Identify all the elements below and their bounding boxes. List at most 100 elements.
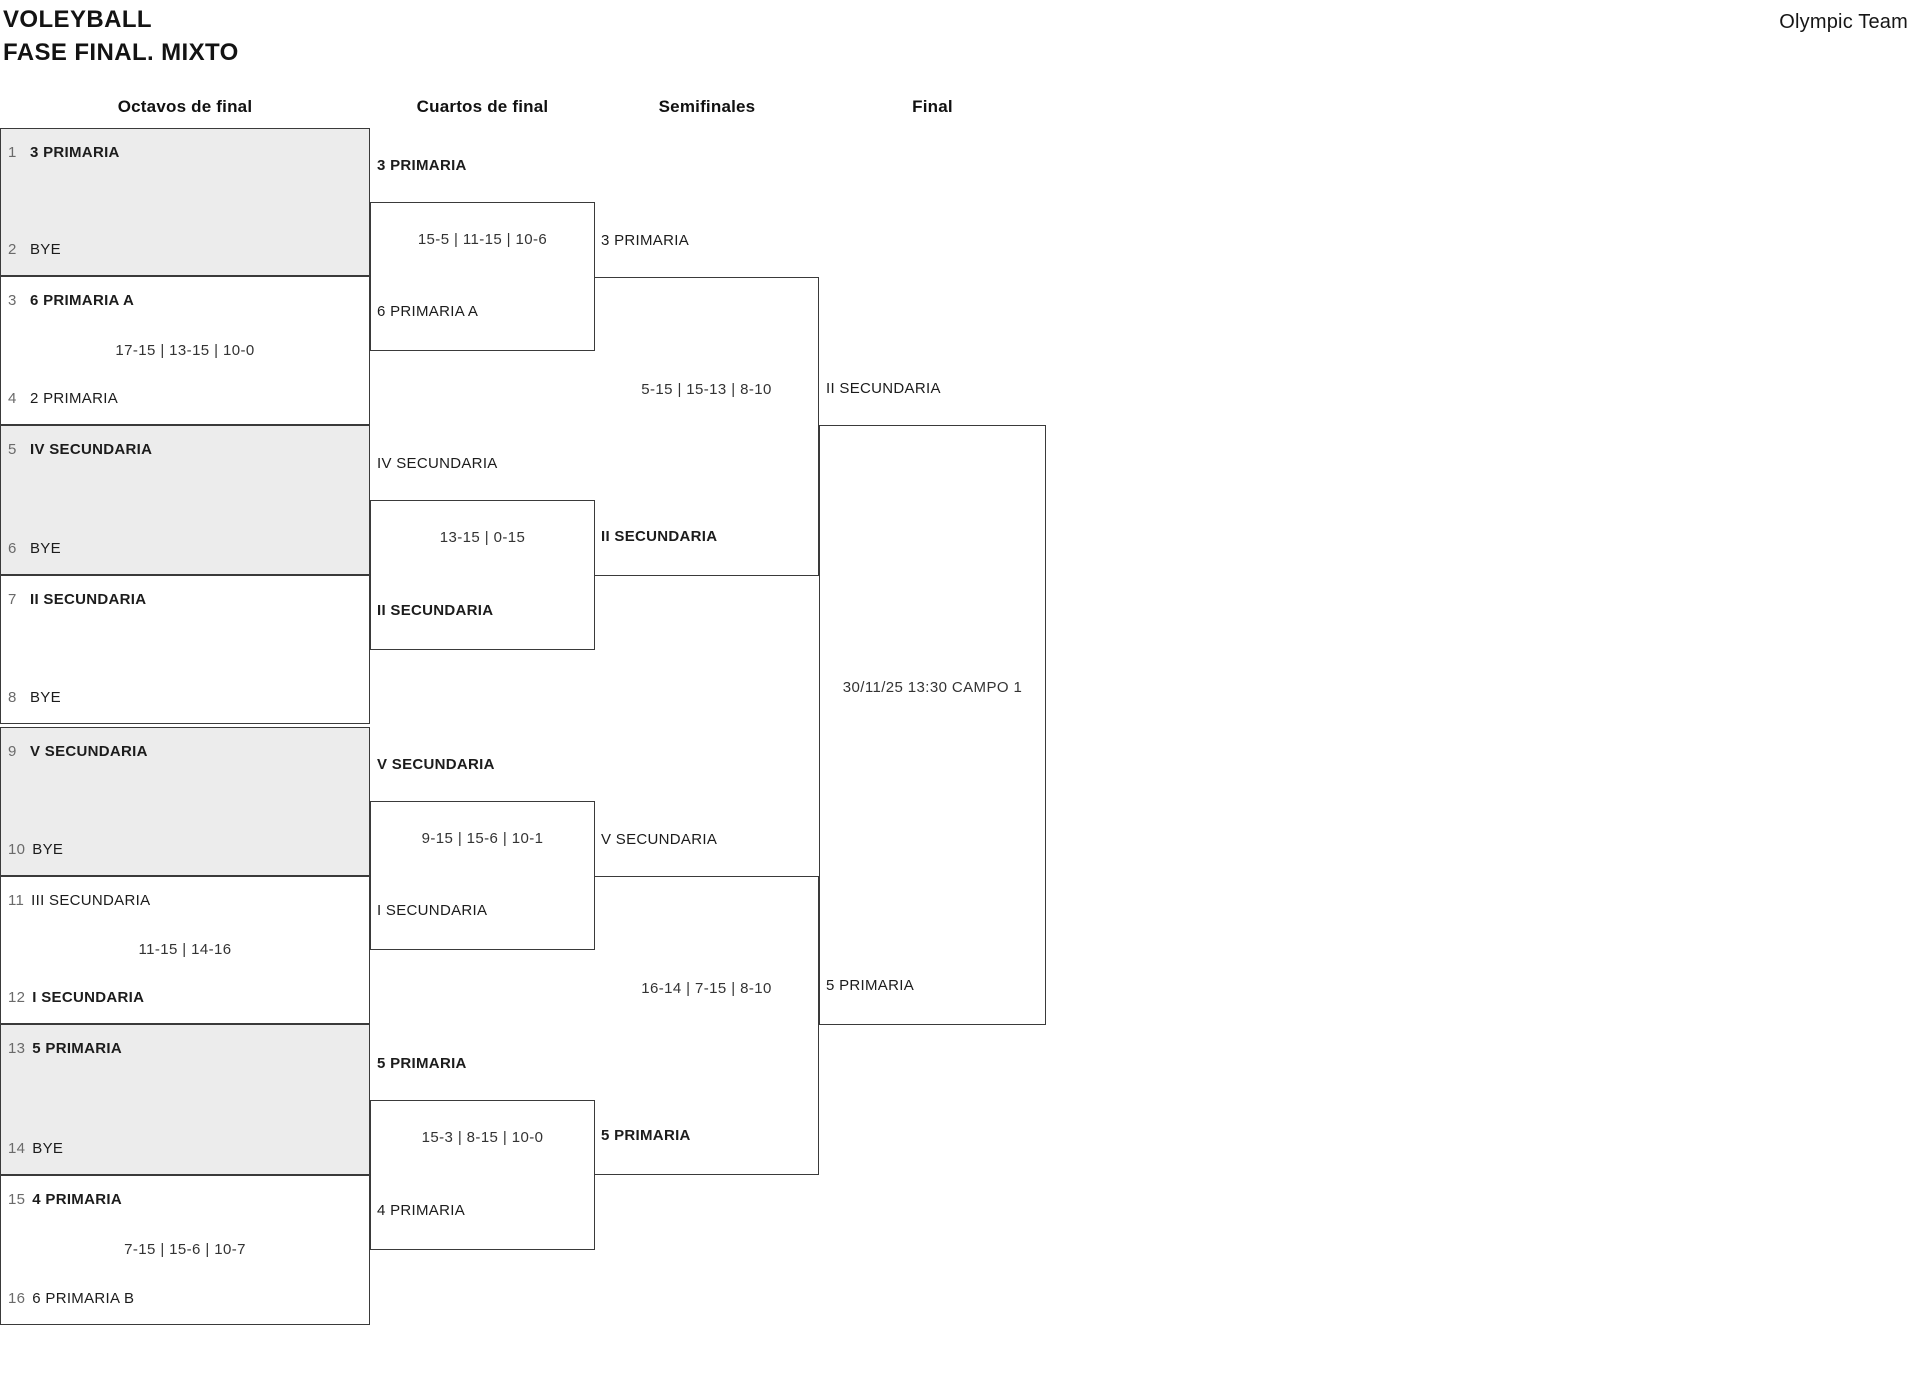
- team-name: 5 PRIMARIA: [32, 1040, 122, 1057]
- match-r16-4: 7 II SECUNDARIA 8 BYE: [0, 575, 370, 724]
- page-title-line2: FASE FINAL. MIXTO: [3, 39, 239, 66]
- slot-3: 3 6 PRIMARIA A: [8, 292, 134, 310]
- round-header-octavos: Octavos de final: [117, 97, 253, 116]
- round-header-final: Final: [912, 97, 953, 116]
- seed-number: 16: [8, 1290, 26, 1307]
- match-score: 7-15 | 15-6 | 10-7: [124, 1241, 246, 1258]
- slot-10: 10 BYE: [8, 841, 63, 859]
- slot-12: 12 I SECUNDARIA: [8, 989, 144, 1007]
- match-r16-5: 9 V SECUNDARIA 10 BYE: [0, 727, 370, 876]
- seed-number: 12: [8, 989, 26, 1006]
- seed-number: 9: [8, 743, 17, 760]
- team-name: BYE: [30, 689, 61, 706]
- match-score: 15-3 | 8-15 | 10-0: [421, 1129, 544, 1146]
- seed-number: 7: [8, 591, 17, 608]
- match-r16-3: 5 IV SECUNDARIA 6 BYE: [0, 425, 370, 575]
- seed-number: 6: [8, 540, 17, 557]
- match-r16-6: 11 III SECUNDARIA 11-15 | 14-16 12 I SECUN…: [0, 876, 370, 1024]
- match-qf-2: IV SECUNDARIA 13-15 | 0-15 II SECUNDARIA: [370, 455, 595, 650]
- team-name: BYE: [32, 841, 64, 858]
- slot-13: 13 5 PRIMARIA: [8, 1040, 122, 1058]
- match-qf-3: V SECUNDARIA 9-15 | 15-6 | 10-1 I SECUND…: [370, 756, 595, 950]
- slot-11: 11 III SECUNDARIA: [8, 892, 150, 910]
- team-name: II SECUNDARIA: [30, 591, 147, 608]
- seed-number: 14: [8, 1140, 26, 1157]
- team-name: 5 PRIMARIA: [826, 977, 915, 994]
- team-name: 6 PRIMARIA A: [377, 303, 479, 320]
- round-header-cuartos: Cuartos de final: [416, 97, 549, 116]
- team-name: 3 PRIMARIA: [601, 232, 690, 249]
- match-sf-1: 3 PRIMARIA 5-15 | 15-13 | 8-10 II SECUND…: [595, 232, 819, 576]
- match-schedule: 30/11/25 13:30 CAMPO 1: [842, 679, 1023, 696]
- team-name: II SECUNDARIA: [377, 602, 494, 619]
- match-score: 5-15 | 15-13 | 8-10: [641, 380, 772, 398]
- team-name: 2 PRIMARIA: [30, 390, 119, 407]
- slot-2: 2 BYE: [8, 241, 61, 259]
- slot-4: 4 2 PRIMARIA: [8, 390, 118, 408]
- team-name: V SECUNDARIA: [601, 831, 718, 848]
- team-name: 3 PRIMARIA: [377, 157, 467, 174]
- slot-7: 7 II SECUNDARIA: [8, 591, 146, 609]
- slot-9: 9 V SECUNDARIA: [8, 743, 148, 761]
- seed-number: 13: [8, 1040, 26, 1057]
- match-score: 15-5 | 11-15 | 10-6: [417, 230, 548, 248]
- team-name: 4 PRIMARIA: [377, 1202, 466, 1219]
- team-name: 3 PRIMARIA: [30, 144, 120, 161]
- team-name: 6 PRIMARIA B: [32, 1290, 135, 1307]
- match-r16-8: 15 4 PRIMARIA 7-15 | 15-6 | 10-7 16 6 PRIM…: [0, 1175, 370, 1325]
- seed-number: 2: [8, 241, 17, 258]
- team-name: BYE: [30, 241, 61, 258]
- match-r16-1: 1 3 PRIMARIA 2 BYE: [0, 128, 370, 276]
- match-r16-7: 13 5 PRIMARIA 14 BYE: [0, 1024, 370, 1175]
- match-score: 11-15 | 14-16: [138, 941, 232, 958]
- match-final: II SECUNDARIA 30/11/25 13:30 CAMPO 1 5 P…: [819, 380, 1046, 1025]
- match-r16-2: 3 6 PRIMARIA A 17-15 | 13-15 | 10-0 4 2 PR…: [0, 276, 370, 425]
- team-name: II SECUNDARIA: [826, 380, 941, 397]
- team-name: V SECUNDARIA: [377, 756, 495, 773]
- team-name: BYE: [30, 540, 61, 557]
- match-score: 17-15 | 13-15 | 10-0: [115, 341, 255, 359]
- match-score: 9-15 | 15-6 | 10-1: [421, 829, 544, 847]
- team-name: BYE: [32, 1140, 64, 1157]
- page-title: VOLEYBALL FASE FINAL. MIXTO: [3, 3, 239, 69]
- team-name: 4 PRIMARIA: [32, 1191, 122, 1208]
- team-name: I SECUNDARIA: [32, 989, 145, 1006]
- match-score: [1, 793, 369, 811]
- page-title-line1: VOLEYBALL: [3, 6, 152, 33]
- slot-5: 5 IV SECUNDARIA: [8, 441, 152, 459]
- team-name: 5 PRIMARIA: [601, 1127, 691, 1144]
- team-name: 6 PRIMARIA A: [30, 292, 135, 309]
- team-name: I SECUNDARIA: [377, 902, 488, 919]
- seed-number: 11: [8, 892, 25, 909]
- match-score: 13-15 | 0-15: [439, 529, 526, 546]
- slot-14: 14 BYE: [8, 1140, 63, 1158]
- match-score: [1, 193, 369, 211]
- seed-number: 15: [8, 1191, 26, 1208]
- team-name: II SECUNDARIA: [601, 528, 718, 545]
- match-score: [1, 641, 369, 659]
- seed-number: 3: [8, 292, 17, 309]
- slot-1: 1 3 PRIMARIA: [8, 144, 120, 162]
- seed-number: 5: [8, 441, 17, 458]
- match-qf-1: 3 PRIMARIA 15-5 | 11-15 | 10-6 6 PRIMARI…: [370, 157, 595, 351]
- team-name: IV SECUNDARIA: [30, 441, 153, 458]
- slot-15: 15 4 PRIMARIA: [8, 1191, 122, 1209]
- team-name: III SECUNDARIA: [31, 892, 151, 909]
- seed-number: 10: [8, 841, 26, 858]
- team-name: V SECUNDARIA: [30, 743, 148, 760]
- match-qf-4: 5 PRIMARIA 15-3 | 8-15 | 10-0 4 PRIMARIA: [370, 1055, 595, 1250]
- team-brand-label: Olympic Team: [1779, 11, 1908, 33]
- team-name: 5 PRIMARIA: [377, 1055, 467, 1072]
- slot-8: 8 BYE: [8, 689, 61, 707]
- seed-number: 4: [8, 390, 17, 407]
- match-score: [1, 491, 369, 509]
- seed-number: 8: [8, 689, 17, 706]
- seed-number: 1: [8, 144, 17, 161]
- round-header-semifinales: Semifinales: [658, 97, 756, 116]
- match-score: 16-14 | 7-15 | 8-10: [641, 979, 772, 997]
- slot-6: 6 BYE: [8, 540, 61, 558]
- slot-16: 16 6 PRIMARIA B: [8, 1290, 134, 1308]
- match-score: [1, 1091, 369, 1109]
- team-name: IV SECUNDARIA: [377, 455, 498, 472]
